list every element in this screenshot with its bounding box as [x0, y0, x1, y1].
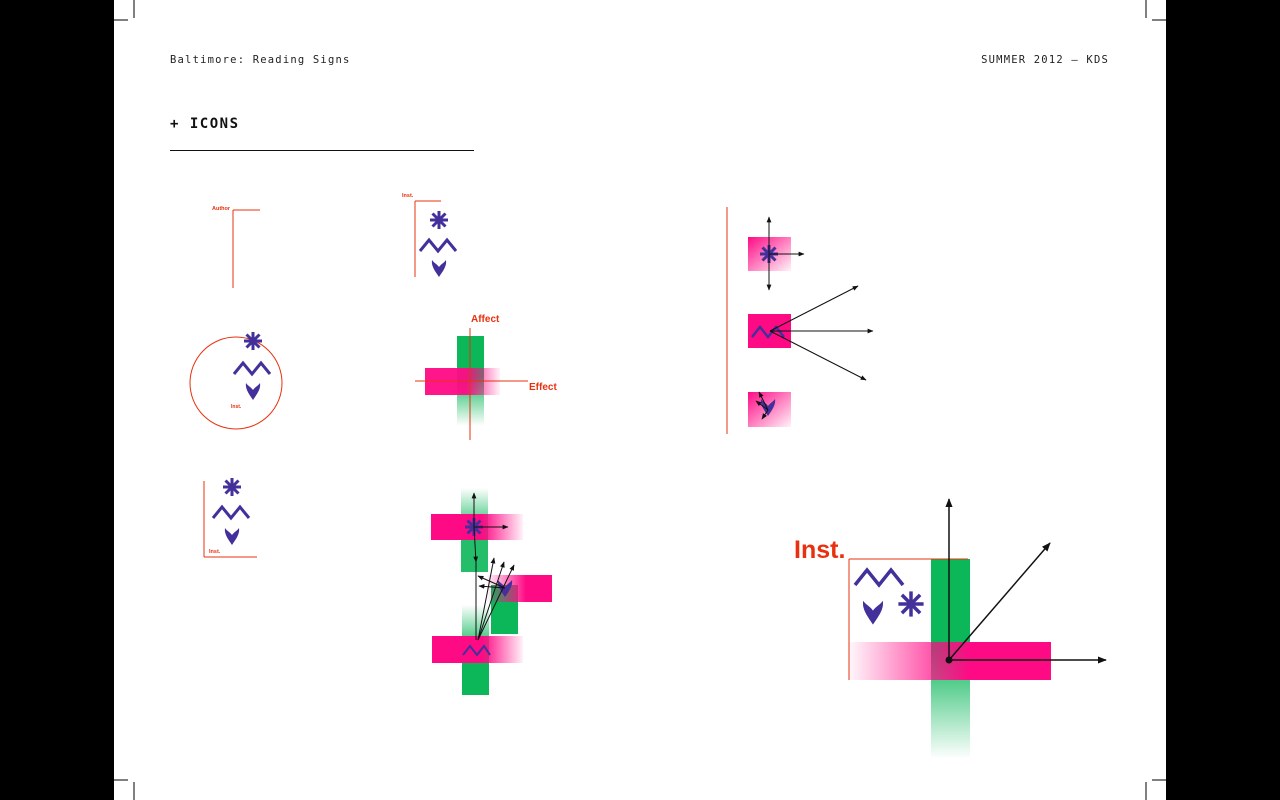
asterisk-icon: [896, 589, 926, 619]
inst-large-label: Inst.: [794, 536, 845, 564]
inst-bracket-stack: Inst.: [402, 193, 458, 277]
heart-icon: [862, 600, 884, 625]
crop-marks: [114, 0, 1166, 800]
author-bracket: Author: [212, 206, 260, 288]
section-title: + ICONS: [170, 116, 240, 132]
document-page: Baltimore: Reading Signs SUMMER 2012 – K…: [114, 0, 1166, 800]
affect-label: Affect: [471, 314, 500, 325]
heart-icon: [431, 260, 447, 277]
asterisk-icon: [242, 330, 264, 352]
zigzag-icon: [853, 567, 905, 588]
icon-arrows-column: [726, 207, 874, 434]
effect-label: Effect: [529, 382, 557, 393]
icons-artwork: Author Inst. Inst. Affect Effect: [189, 193, 1107, 759]
inst-label: Inst.: [231, 404, 242, 410]
heart-icon: [245, 383, 261, 400]
affect-effect-diagram: Affect Effect: [415, 314, 557, 440]
asterisk-icon: [221, 476, 243, 498]
inst-corner-stack: Inst.: [203, 476, 257, 558]
zigzag-icon: [751, 324, 785, 340]
section-divider: [170, 150, 474, 151]
author-label: Author: [212, 206, 231, 212]
asterisk-icon: [428, 209, 450, 231]
inst-large-diagram: Inst.: [794, 498, 1107, 759]
zigzag-icon: [211, 504, 251, 521]
inst-label: Inst.: [402, 193, 414, 199]
zigzag-icon: [418, 237, 458, 254]
heart-icon: [224, 528, 240, 545]
inst-label: Inst.: [209, 549, 221, 555]
zigzag-icon: [462, 644, 491, 657]
inst-circle-group: Inst.: [189, 330, 283, 430]
header-right-title: SUMMER 2012 – KDS: [981, 54, 1109, 66]
header-left-title: Baltimore: Reading Signs: [170, 54, 351, 66]
zigzag-icon: [232, 360, 272, 377]
composite-flow-diagram: [431, 488, 552, 695]
